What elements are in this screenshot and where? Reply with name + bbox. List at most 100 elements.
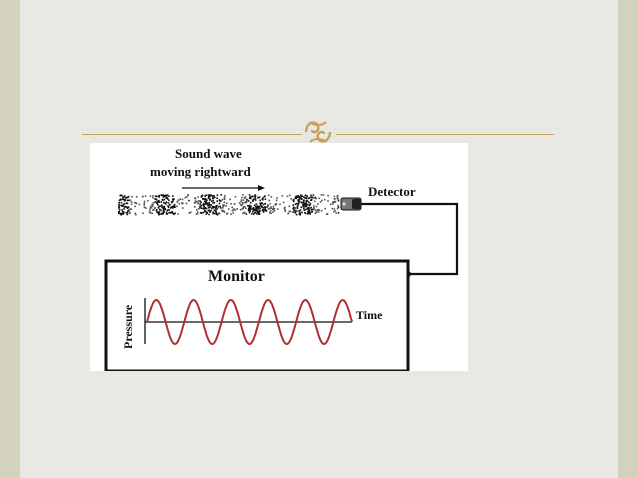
wave-particle xyxy=(317,203,319,205)
wave-particle xyxy=(157,207,160,209)
wave-particle xyxy=(118,211,120,213)
wave-particle xyxy=(152,195,154,197)
wave-particle xyxy=(308,201,310,204)
wave-particle xyxy=(145,207,147,209)
wave-particle xyxy=(241,203,244,205)
wave-particle xyxy=(200,207,203,209)
wave-particle xyxy=(267,194,270,196)
wave-particle xyxy=(212,212,214,215)
wave-particle xyxy=(314,197,317,200)
wave-particle xyxy=(168,209,170,211)
wave-particle xyxy=(172,198,175,200)
wave-particle xyxy=(159,205,162,207)
wave-particle xyxy=(190,211,192,214)
wave-particle xyxy=(230,213,232,215)
wave-particle xyxy=(333,208,336,210)
wave-particle xyxy=(130,201,133,203)
wave-particle xyxy=(252,195,254,198)
wave-particle xyxy=(259,202,261,205)
wave-particle xyxy=(221,210,224,213)
wave-particle xyxy=(263,208,265,211)
wave-particle xyxy=(262,210,265,213)
wave-particle xyxy=(163,205,166,208)
wave-particle xyxy=(184,196,187,199)
wave-particle xyxy=(158,205,160,208)
time-axis-label: Time xyxy=(356,308,383,322)
wave-particle xyxy=(306,200,309,202)
wave-particle xyxy=(257,208,260,210)
wave-particle xyxy=(207,197,210,200)
wave-particle xyxy=(240,204,243,207)
wave-particle xyxy=(327,200,329,202)
wave-particle xyxy=(257,211,259,213)
wave-particle xyxy=(187,194,189,197)
wave-particle xyxy=(286,195,289,198)
wave-particle xyxy=(166,213,168,215)
wave-particle xyxy=(136,196,138,198)
wave-particle xyxy=(315,210,318,213)
wave-particle xyxy=(224,195,226,197)
wave-particle xyxy=(178,202,181,205)
wave-particle xyxy=(207,209,210,212)
wave-particle xyxy=(297,199,299,202)
wave-particle xyxy=(171,212,174,214)
wave-particle xyxy=(277,208,279,210)
wave-particle xyxy=(297,204,299,206)
wave-particle xyxy=(252,213,255,215)
wave-particle xyxy=(147,199,149,202)
wave-particle xyxy=(177,213,179,215)
wave-particle xyxy=(204,207,207,210)
wave-particle xyxy=(166,194,169,196)
wave-particle xyxy=(245,207,247,210)
wave-particle xyxy=(292,206,295,209)
wave-particle xyxy=(249,196,252,198)
wave-particle xyxy=(118,204,121,207)
wave-particle xyxy=(233,208,235,210)
wave-particle xyxy=(306,195,308,197)
wave-particle xyxy=(317,211,320,213)
wave-particle xyxy=(203,204,205,206)
wave-particle xyxy=(135,213,137,216)
wave-particle xyxy=(118,201,120,204)
wave-particle xyxy=(298,210,301,213)
wave-particle xyxy=(279,203,281,206)
wave-particle xyxy=(311,210,314,213)
wave-particle xyxy=(293,209,295,211)
wave-particle xyxy=(240,200,242,203)
wave-particle xyxy=(172,200,174,202)
wave-particle xyxy=(123,211,125,213)
wave-particle xyxy=(304,197,306,199)
wave-particle xyxy=(120,201,123,204)
slide-right-border xyxy=(618,0,638,478)
wave-particle xyxy=(122,203,125,206)
wave-particle xyxy=(155,198,158,201)
wave-particle xyxy=(236,208,238,210)
wave-particle xyxy=(240,199,243,201)
wave-particle xyxy=(264,209,266,212)
wave-particle xyxy=(225,205,227,207)
wave-particle xyxy=(160,201,162,203)
wave-particle xyxy=(251,208,253,210)
wave-particle xyxy=(223,196,226,199)
wave-particle xyxy=(156,212,159,214)
wave-particle xyxy=(155,209,158,211)
wave-particle xyxy=(162,206,164,209)
wave-particle xyxy=(193,202,196,204)
wave-particle xyxy=(181,198,184,201)
wave-particle xyxy=(156,200,159,203)
wave-particle xyxy=(274,203,276,206)
wave-particle xyxy=(170,206,173,208)
wave-particle xyxy=(256,209,259,212)
wave-particle xyxy=(149,207,152,210)
wave-particle xyxy=(209,198,212,200)
wave-particle xyxy=(219,200,222,202)
wave-particle xyxy=(253,204,256,207)
wave-particle xyxy=(259,209,261,212)
wave-particle xyxy=(203,198,206,200)
wave-particle xyxy=(296,206,299,209)
wave-particle xyxy=(248,197,251,200)
wave-particle xyxy=(273,209,276,212)
wave-particle xyxy=(264,208,267,211)
wave-particle xyxy=(266,204,269,206)
wave-particle xyxy=(247,209,250,212)
